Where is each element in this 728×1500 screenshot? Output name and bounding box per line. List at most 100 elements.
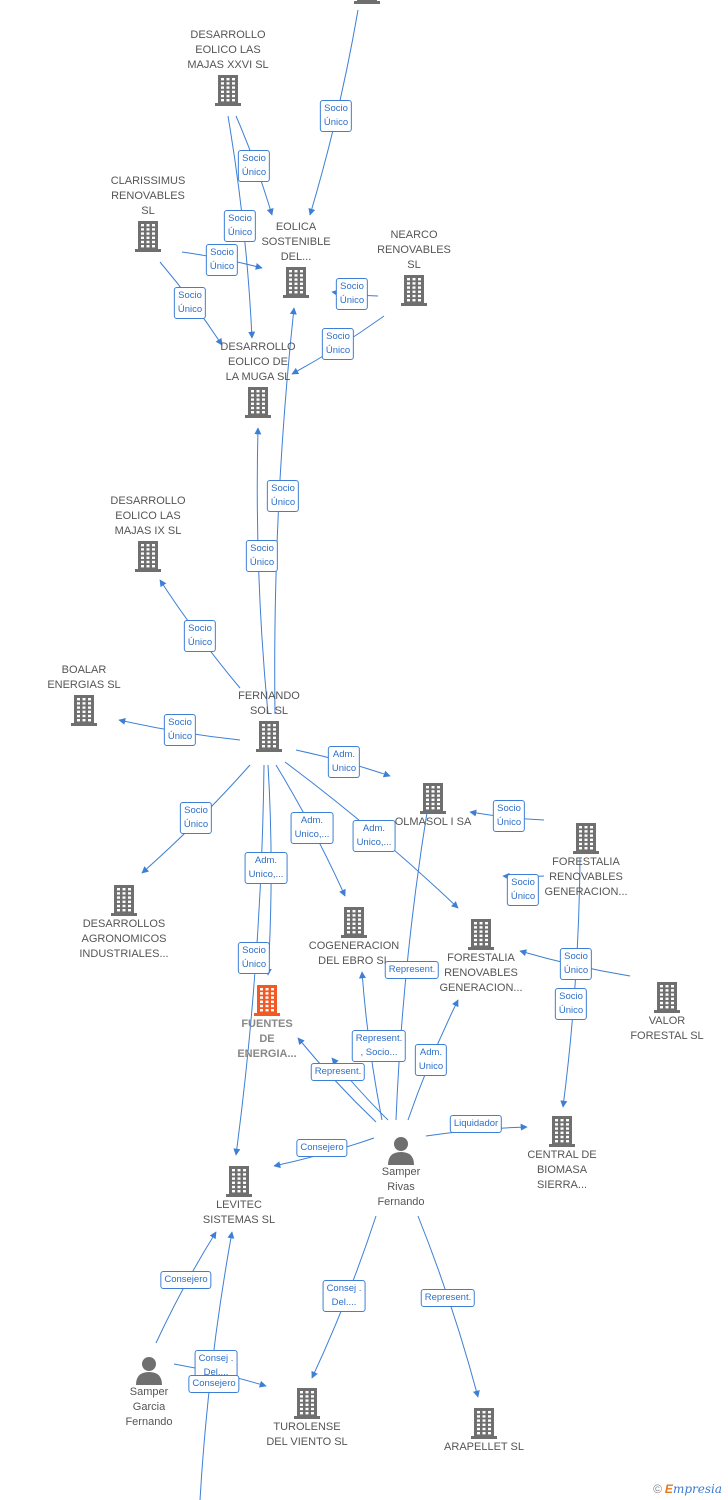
person-icon [136, 1357, 162, 1385]
node-valor[interactable]: VALOR FORESTAL SL [597, 980, 728, 1044]
edge-forestalia1-to-central [560, 857, 581, 1108]
node-eolica[interactable]: EOLICA SOSTENIBLE DEL... [226, 220, 366, 299]
edge-label[interactable]: Socio Único [163, 714, 197, 746]
node-cogeneracion[interactable]: COGENERACION DEL EBRO SL [284, 905, 424, 969]
node-majas9[interactable]: DESARROLLO EOLICO LAS MAJAS IX SL [78, 494, 218, 573]
edge-label[interactable]: Socio Único [559, 948, 593, 980]
node-label: FUENTES DE ENERGIA... [237, 1018, 297, 1060]
node-turolense[interactable]: TUROLENSE DEL VIENTO SL [237, 1386, 377, 1450]
node-muga[interactable]: DESARROLLO EOLICO DE LA MUGA SL [188, 340, 328, 419]
node-levitec[interactable]: LEVITEC SISTEMAS SL [169, 1164, 309, 1228]
node-label: DESARROLLOS AGRONOMICOS INDUSTRIALES... [79, 918, 169, 960]
building-icon [215, 75, 241, 106]
building-icon [354, 0, 380, 4]
building-icon [573, 823, 599, 854]
brand-initial: E [664, 1482, 673, 1496]
building-icon [341, 907, 367, 938]
edge-label[interactable]: Adm. Unico [327, 746, 361, 778]
building-icon [254, 985, 280, 1016]
person-icon [388, 1137, 414, 1165]
edge-label[interactable]: Consejero [188, 1375, 240, 1393]
edge-label[interactable]: Adm. Unico,... [290, 812, 334, 844]
building-icon [226, 1166, 252, 1197]
node-label: FORESTALIA RENOVABLES GENERACION... [439, 952, 523, 994]
edge-label[interactable]: Consej . Del.... [322, 1280, 366, 1312]
building-icon [111, 885, 137, 916]
copyright-symbol: © [653, 1482, 662, 1496]
edge-label[interactable]: Represent. [310, 1063, 366, 1081]
node-central[interactable]: CENTRAL DE BIOMASA SIERRA... [492, 1114, 632, 1193]
node-samper_rivas[interactable]: Samper Rivas Fernando [331, 1135, 471, 1210]
edge-label[interactable]: Socio Único [492, 800, 526, 832]
node-label: COGENERACION DEL EBRO SL [308, 940, 400, 967]
node-olmasol[interactable]: OLMASOL I SA [363, 781, 503, 830]
node-label: FORESTALIA RENOVABLES GENERACION... [544, 856, 628, 898]
node-label: CENTRAL DE BIOMASA SIERRA... [527, 1149, 597, 1191]
building-icon [135, 541, 161, 572]
node-top[interactable] [297, 0, 437, 5]
node-nearco[interactable]: NEARCO RENOVABLES SL [344, 228, 484, 307]
edge-label[interactable]: Socio Único [223, 210, 257, 242]
building-icon [471, 1408, 497, 1439]
node-label: EOLICA SOSTENIBLE DEL... [261, 221, 331, 263]
node-forestalia2[interactable]: FORESTALIA RENOVABLES GENERACION... [411, 917, 551, 996]
node-label: LEVITEC SISTEMAS SL [202, 1199, 276, 1226]
node-forestalia1[interactable]: FORESTALIA RENOVABLES GENERACION... [516, 821, 656, 900]
building-icon [294, 1388, 320, 1419]
node-clarissimus[interactable]: CLARISSIMUS RENOVABLES SL [78, 174, 218, 253]
building-icon [283, 267, 309, 298]
edge-label[interactable]: Adm. Unico [414, 1044, 448, 1076]
building-icon [245, 387, 271, 418]
node-label: Samper Garcia Fernando [125, 1386, 173, 1428]
edge-label[interactable]: Socio Único [335, 278, 369, 310]
edge-label[interactable]: Adm. Unico,... [244, 852, 288, 884]
node-label: Samper Rivas Fernando [377, 1166, 425, 1208]
building-icon [549, 1116, 575, 1147]
node-label: DESARROLLO EOLICO LAS MAJAS XXVI SL [187, 29, 269, 71]
building-icon [71, 695, 97, 726]
edge-label[interactable]: Socio Único [554, 988, 588, 1020]
edge-label[interactable]: Socio Único [266, 480, 300, 512]
node-fuentes[interactable]: FUENTES DE ENERGIA... [197, 983, 337, 1062]
edge-label[interactable]: Liquidador [449, 1115, 503, 1133]
node-label: DESARROLLO EOLICO LAS MAJAS IX SL [110, 495, 186, 537]
edge-label[interactable]: Represent. [420, 1289, 476, 1307]
brand-name: mpresia [672, 1482, 722, 1496]
node-label: BOALAR ENERGIAS SL [47, 664, 121, 691]
edge-samper_rivas-to-fuentes [297, 1037, 377, 1123]
node-fernando[interactable]: FERNANDO SOL SL [199, 689, 339, 753]
node-samper_garcia[interactable]: Samper Garcia Fernando [79, 1355, 219, 1430]
node-label: DESARROLLO EOLICO DE LA MUGA SL [220, 341, 296, 383]
edge-label[interactable]: Socio Único [319, 100, 353, 132]
edge-label[interactable]: Socio Único [321, 328, 355, 360]
edge-label[interactable]: Socio Único [237, 942, 271, 974]
edge-label[interactable]: Represent. , Socio... [351, 1030, 407, 1062]
empresia-logo: ©Empresia [653, 1482, 722, 1496]
node-boalar[interactable]: BOALAR ENERGIAS SL [14, 663, 154, 727]
edge-label[interactable]: Socio Único [237, 150, 271, 182]
edge-label[interactable]: Socio Único [506, 874, 540, 906]
edge-label[interactable]: Socio Único [173, 287, 207, 319]
building-icon [420, 783, 446, 814]
node-arapellet[interactable]: ARAPELLET SL [414, 1406, 554, 1455]
edge-label[interactable]: Socio Único [183, 620, 217, 652]
building-icon [256, 721, 282, 752]
edge-label[interactable]: Consejero [160, 1271, 212, 1289]
node-label: OLMASOL I SA [394, 816, 472, 828]
node-label: CLARISSIMUS RENOVABLES SL [110, 175, 186, 217]
building-icon [468, 919, 494, 950]
edge-label[interactable]: Socio Único [179, 802, 213, 834]
node-agronomicos[interactable]: DESARROLLOS AGRONOMICOS INDUSTRIALES... [54, 883, 194, 962]
edge-label[interactable]: Consejero [296, 1139, 348, 1157]
building-icon [401, 275, 427, 306]
edge-label[interactable]: Socio Único [205, 244, 239, 276]
building-icon [135, 221, 161, 252]
edge-label[interactable]: Represent. [384, 961, 440, 979]
edge-label[interactable]: Adm. Unico,... [352, 820, 396, 852]
building-icon [654, 982, 680, 1013]
node-label: NEARCO RENOVABLES SL [377, 229, 451, 271]
node-majas26[interactable]: DESARROLLO EOLICO LAS MAJAS XXVI SL [158, 28, 298, 107]
node-label: VALOR FORESTAL SL [630, 1015, 704, 1042]
edge-label[interactable]: Socio Único [245, 540, 279, 572]
node-label: TUROLENSE DEL VIENTO SL [266, 1421, 348, 1448]
